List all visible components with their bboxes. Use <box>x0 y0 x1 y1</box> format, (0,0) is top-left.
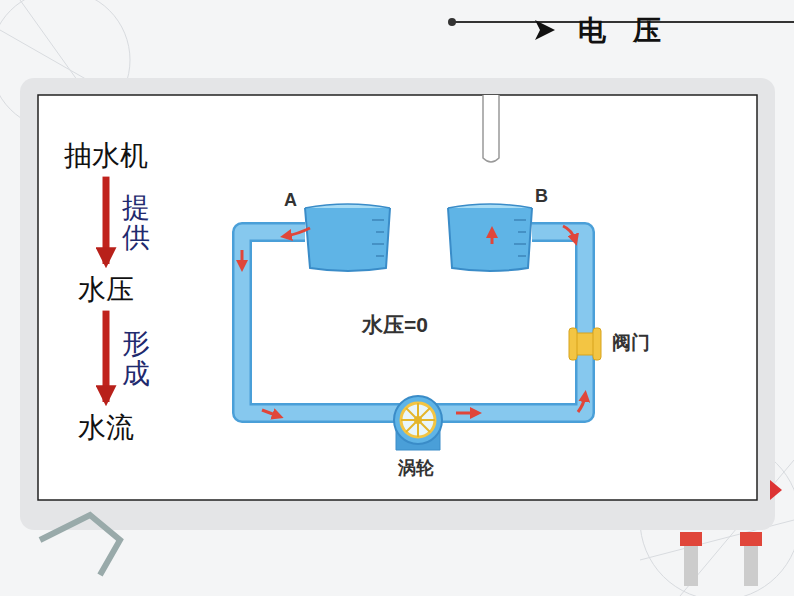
panel <box>38 95 757 500</box>
concept-text: 抽水机 <box>60 137 152 175</box>
valve <box>569 328 601 360</box>
beaker-label: A <box>284 190 297 211</box>
turbine <box>394 396 442 450</box>
turbine-label: 涡轮 <box>398 456 434 480</box>
concept-label: 水流 <box>74 409 138 447</box>
decoration <box>40 480 782 586</box>
valve-label: 阀门 <box>612 330 650 356</box>
flow-arrow <box>103 311 110 402</box>
edge-label: 提供 <box>122 193 150 255</box>
flow-arrow <box>103 177 110 264</box>
pipe <box>242 232 585 413</box>
concept-text: 水压 <box>74 271 138 309</box>
card-frame <box>20 78 775 530</box>
beaker-a <box>305 204 390 271</box>
concept-text: 水流 <box>74 409 138 447</box>
beaker-b <box>448 204 532 271</box>
flow-arrow <box>242 226 585 416</box>
concept-label: 抽水机 <box>60 137 152 175</box>
test-tube <box>483 95 499 162</box>
edge-label: 形成 <box>122 329 150 391</box>
slide-title: 电 压 <box>578 12 671 50</box>
concept-label: 水压 <box>74 271 138 309</box>
beaker-label: B <box>535 186 548 207</box>
pressure-note: 水压=0 <box>362 311 428 339</box>
